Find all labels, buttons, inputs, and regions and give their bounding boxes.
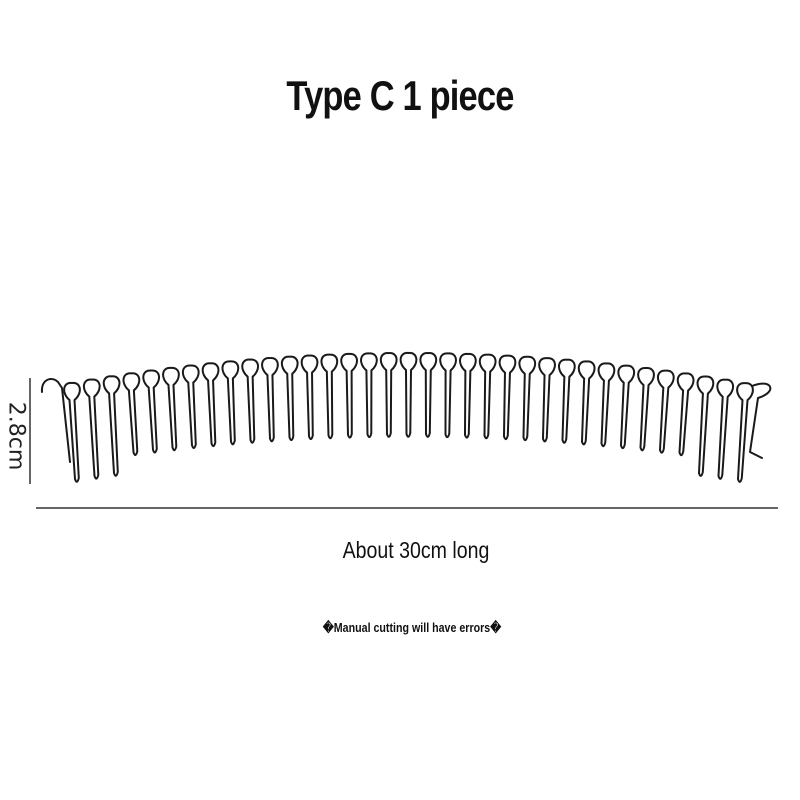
height-label: 2.8cm xyxy=(3,401,29,471)
comb-tooth xyxy=(617,364,636,450)
comb-tooth xyxy=(320,353,339,440)
comb-tooth xyxy=(716,378,735,480)
comb-tooth xyxy=(419,352,438,438)
comb-tooth xyxy=(736,382,754,483)
comb-tooth xyxy=(577,360,596,446)
note-label: �Manual cutting will have errors� xyxy=(322,620,502,635)
comb-tooth xyxy=(439,352,457,439)
comb-tooth xyxy=(280,355,299,442)
comb-tooth xyxy=(597,362,616,448)
page-title: Type C 1 piece xyxy=(286,72,514,119)
comb-tooth xyxy=(558,358,576,444)
comb-tooth xyxy=(261,357,279,443)
comb-tooth xyxy=(300,354,319,441)
comb-tooth xyxy=(122,372,141,457)
comb-tooth xyxy=(360,352,378,439)
comb-tooth xyxy=(538,357,556,443)
comb-tooth xyxy=(340,352,358,439)
comb-tooth xyxy=(162,366,180,452)
comb-tooth xyxy=(498,354,517,441)
comb-tooth xyxy=(459,352,477,439)
comb-tooth xyxy=(379,352,398,438)
comb-tooth xyxy=(63,381,81,483)
comb-tooth xyxy=(518,355,537,442)
comb-right-tail xyxy=(749,382,772,459)
comb-tooth xyxy=(676,372,695,457)
wire-comb-icon xyxy=(40,351,772,483)
comb-tooth xyxy=(696,375,715,477)
comb-tooth xyxy=(221,360,240,446)
comb-tooth xyxy=(478,353,497,440)
comb-tooth xyxy=(241,358,259,444)
comb-tooth xyxy=(657,369,675,454)
comb-tooth xyxy=(201,362,220,448)
comb-tooth xyxy=(102,375,121,477)
comb-tooth xyxy=(181,364,200,450)
comb-tooth xyxy=(82,378,101,480)
comb-left-hook xyxy=(40,378,71,463)
length-label: About 30cm long xyxy=(342,537,490,563)
comb-tooth xyxy=(399,351,418,438)
comb-tooth xyxy=(637,367,655,452)
comb-tooth xyxy=(142,369,160,454)
